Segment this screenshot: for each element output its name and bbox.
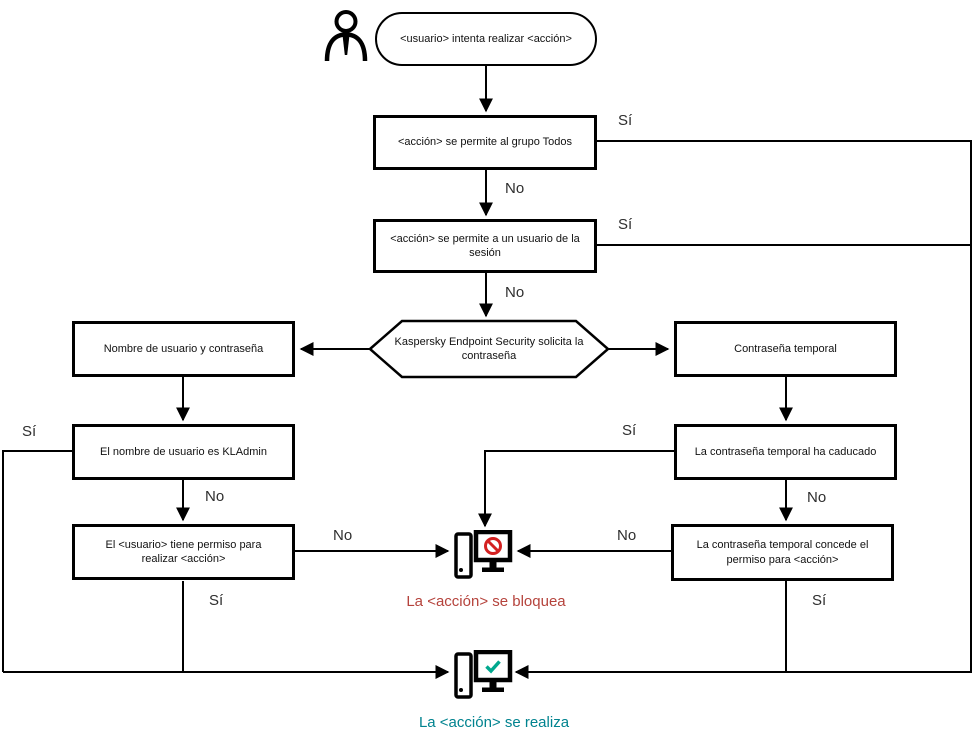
node-temp-grants: La contraseña temporal concede el permis… (671, 524, 894, 581)
edge-label-no: No (505, 284, 525, 301)
edge-label-yes: Sí (618, 216, 633, 233)
edge-label-yes: Sí (22, 423, 37, 440)
edge-label-yes: Sí (812, 592, 827, 609)
person-icon (324, 10, 368, 62)
node-temp-pass: Contraseña temporal (674, 321, 897, 377)
node-is-kladmin: El nombre de usuario es KLAdmin (72, 424, 295, 480)
node-allow-all: <acción> se permite al grupo Todos (373, 115, 597, 170)
node-allow-session: <acción> se permite a un usuario de la s… (373, 219, 597, 273)
edge-label-no: No (807, 489, 827, 506)
edge-label-no: No (205, 488, 225, 505)
prohibition-icon (484, 537, 502, 555)
decision-hexagon (368, 319, 610, 379)
edge-label-no: No (333, 527, 353, 544)
ok-computer-icon (454, 650, 513, 699)
edge-label-yes: Sí (209, 592, 224, 609)
node-start: <usuario> intenta realizar <acción> (375, 12, 597, 66)
edge-label-no: No (617, 527, 637, 544)
node-temp-expired: La contraseña temporal ha caducado (674, 424, 897, 480)
node-user-pass: Nombre de usuario y contraseña (72, 321, 295, 377)
edge-label-yes: Sí (618, 112, 633, 129)
edge-label-no: No (505, 180, 525, 197)
node-user-permission: El <usuario> tiene permiso para realizar… (72, 524, 295, 580)
outcome-blocked-text: La <acción> se bloquea (406, 593, 566, 610)
node-kes-prompt: Kaspersky Endpoint Security solicita la … (394, 335, 584, 362)
blocked-computer-icon (454, 530, 513, 579)
outcome-realized-text: La <acción> se realiza (418, 714, 570, 731)
edge-label-yes: Sí (622, 422, 637, 439)
checkmark-icon (485, 660, 501, 674)
